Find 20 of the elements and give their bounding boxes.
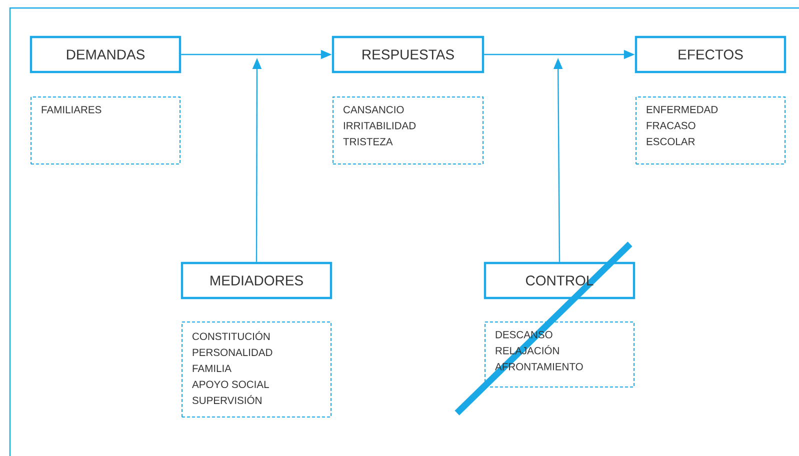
list-item: CANSANCIO bbox=[344, 106, 404, 114]
list-item: SUPERVISIÓN bbox=[192, 395, 262, 404]
heading-box: DEMANDAS bbox=[30, 36, 182, 74]
list-item: PERSONALIDAD bbox=[192, 348, 272, 356]
list-item: FRACASO ESCOLAR bbox=[646, 122, 696, 146]
heading-box: EFECTOS bbox=[634, 36, 786, 74]
list-box bbox=[636, 96, 786, 164]
list-item: APOYO SOCIAL bbox=[192, 380, 269, 388]
list-box bbox=[484, 322, 634, 388]
heading-box: MEDIADORES bbox=[180, 262, 332, 300]
list-item: IRRITABILIDAD bbox=[344, 122, 416, 130]
list-box bbox=[332, 96, 484, 164]
list-item: ENFERMEDAD bbox=[646, 106, 718, 114]
list-box bbox=[30, 96, 180, 164]
heading-box: RESPUESTAS bbox=[332, 36, 484, 74]
list-item: TRISTEZA bbox=[343, 138, 393, 146]
list-box bbox=[182, 322, 332, 418]
list-item: FAMILIA bbox=[192, 364, 232, 372]
list-item: FAMILIARES bbox=[42, 106, 102, 114]
list-item: CONSTITUCIÓN bbox=[192, 331, 270, 340]
